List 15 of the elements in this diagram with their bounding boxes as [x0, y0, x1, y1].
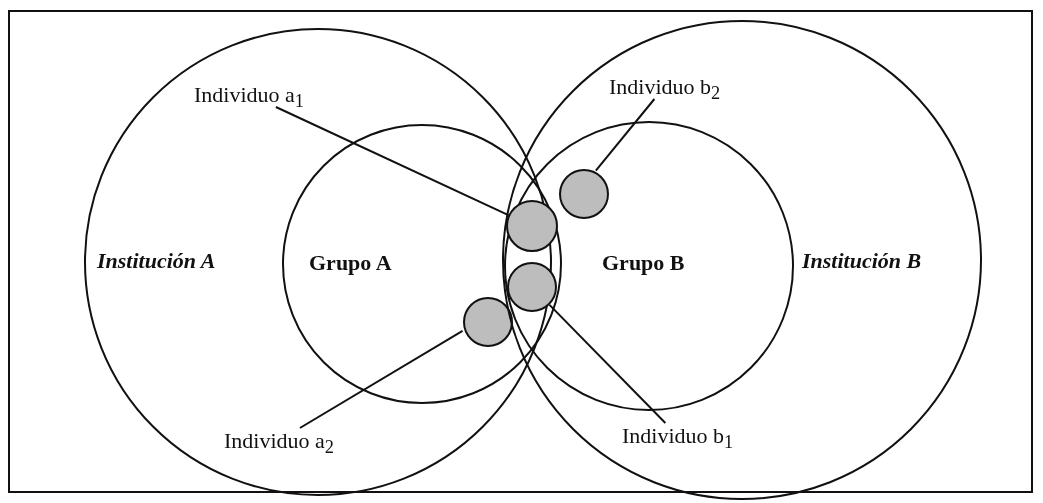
callout-label: Individuo a$_{2}$	[224, 428, 334, 453]
callout-label: Individuo b$_{2}$	[609, 74, 721, 99]
individual-circle	[463, 297, 513, 347]
callout-label: Individuo b$_{1}$	[622, 423, 734, 448]
circle-label: Institución A	[97, 248, 216, 274]
leader-line	[298, 329, 464, 429]
circle-label: Grupo B	[602, 250, 685, 276]
individual-circle	[559, 169, 609, 219]
individual-circle	[506, 200, 558, 252]
callout-label: Individuo a$_{1}$	[194, 82, 304, 107]
leader-line	[548, 303, 667, 424]
circle-label: Grupo A	[309, 250, 392, 276]
leader-line	[594, 98, 656, 172]
circle-label: Institución B	[802, 248, 922, 274]
individual-circle	[507, 262, 557, 312]
